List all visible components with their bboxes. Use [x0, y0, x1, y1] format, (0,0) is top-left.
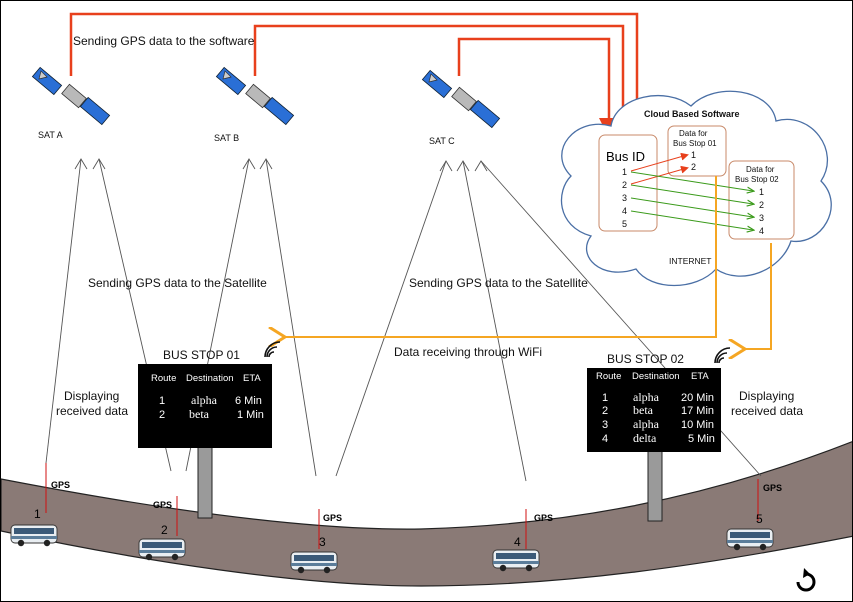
- gps-label: GPS: [323, 513, 342, 523]
- bus-icon: [726, 528, 774, 551]
- board2-route: 2: [602, 405, 608, 417]
- stop2-data-item: 4: [759, 226, 764, 236]
- bus-stop-01-pole: [197, 445, 213, 519]
- board2-eta: 10 Min: [681, 419, 714, 431]
- wifi-links: [283, 176, 772, 349]
- stop2-data-item: 1: [759, 187, 764, 197]
- board2-dest: delta: [633, 431, 657, 445]
- busid-item: 2: [622, 180, 627, 190]
- busid-item: 1: [622, 167, 627, 177]
- bus-5: GPS 5: [726, 479, 782, 551]
- bus-icon: [138, 538, 186, 561]
- stop2-data-title1: Data for: [746, 165, 775, 174]
- board1-route: 2: [159, 409, 165, 421]
- label-sending-satellite-right: Sending GPS data to the Satellite: [409, 276, 588, 290]
- board2-header: Route: [596, 371, 621, 382]
- road: [1, 441, 852, 587]
- board1-eta: 1 Min: [237, 409, 264, 421]
- busid-item: 5: [622, 219, 627, 229]
- stop2-data-item: 3: [759, 213, 764, 223]
- board2-eta: 5 Min: [688, 433, 715, 445]
- label-wifi: Data receiving through WiFi: [394, 345, 542, 359]
- bus-number: 4: [514, 535, 521, 549]
- stop1-data-item: 2: [691, 162, 696, 172]
- mapping-arrows: [630, 152, 753, 230]
- board1-route: 1: [159, 395, 165, 407]
- board1-dest: beta: [189, 407, 210, 421]
- internet-label: INTERNET: [669, 256, 712, 266]
- bus-1: GPS 1: [10, 463, 70, 547]
- gps-label: GPS: [153, 500, 172, 510]
- bus-2: GPS 2: [138, 496, 186, 561]
- stop1-data-box: [667, 125, 727, 177]
- cloud-title: Cloud Based Software: [644, 109, 740, 119]
- board2-dest: alpha: [633, 390, 660, 404]
- label-displaying-right-1: Displaying: [739, 389, 794, 403]
- busid-item: 3: [622, 193, 627, 203]
- board1-dest: alpha: [191, 393, 218, 407]
- wifi-icon-stop2: [714, 347, 731, 364]
- busid-list: 1 2 3 4 5: [622, 167, 627, 229]
- board1-eta: 6 Min: [235, 395, 262, 407]
- board2-dest: alpha: [633, 417, 660, 431]
- bus-4: GPS 4: [492, 509, 553, 572]
- gps-uplinks: [45, 158, 762, 482]
- stop2-data-item: 2: [759, 200, 764, 210]
- stop1-data-title1: Data for: [679, 129, 708, 138]
- wifi-icon-stop1: [264, 341, 281, 358]
- label-displaying-left-2: received data: [56, 404, 128, 418]
- bus-number: 1: [34, 507, 41, 521]
- gps-label: GPS: [51, 480, 70, 490]
- bus-stop-01-board: Route Destination ETA 1 alpha 6 Min 2 be…: [138, 364, 272, 448]
- sat-c-label: SAT C: [429, 136, 455, 146]
- board2-header: Destination: [632, 371, 680, 382]
- satellite-c-icon: [422, 70, 500, 128]
- gps-label: GPS: [534, 513, 553, 523]
- label-sending-software: Sending GPS data to the software: [73, 34, 255, 48]
- bus-number: 3: [319, 535, 326, 549]
- board2-eta: 20 Min: [681, 392, 714, 404]
- board2-route: 4: [602, 433, 608, 445]
- board2-route: 1: [602, 392, 608, 404]
- stop1-data-title2: Bus Stop 01: [673, 139, 717, 148]
- busid-box: [598, 134, 658, 232]
- board1-header: Route: [151, 373, 176, 384]
- gps-label: GPS: [763, 483, 782, 493]
- label-displaying-left-1: Displaying: [64, 389, 119, 403]
- busid-item: 4: [622, 206, 627, 216]
- busid-title: Bus ID: [606, 149, 645, 164]
- board2-route: 3: [602, 419, 608, 431]
- bus-number: 5: [756, 512, 763, 526]
- board1-header: ETA: [243, 373, 261, 384]
- board2-dest: beta: [633, 403, 654, 417]
- bus-number: 2: [161, 523, 168, 537]
- bus-icon: [492, 549, 540, 572]
- label-displaying-right-2: received data: [731, 404, 803, 418]
- bus-icon: [290, 551, 338, 574]
- bus-stop-01-title: BUS STOP 01: [163, 348, 240, 362]
- label-sending-satellite-left: Sending GPS data to the Satellite: [88, 276, 267, 290]
- bus-3: GPS 3: [290, 509, 342, 574]
- sat-a-label: SAT A: [38, 130, 63, 140]
- board2-eta: 17 Min: [681, 405, 714, 417]
- board1-header: Destination: [186, 373, 234, 384]
- sat-b-label: SAT B: [214, 133, 239, 143]
- stop2-data-title2: Bus Stop 02: [735, 175, 779, 184]
- replay-icon[interactable]: [796, 568, 816, 592]
- board2-header: ETA: [691, 371, 709, 382]
- bus-icon: [10, 524, 58, 547]
- bus-stop-02-title: BUS STOP 02: [607, 352, 684, 366]
- bus-stop-02-pole: [647, 448, 663, 522]
- red-uplinks: [69, 12, 647, 138]
- stop1-data-item: 1: [691, 150, 696, 160]
- bus-stop-02-board: Route Destination ETA 1 alpha 20 Min 2 b…: [587, 368, 721, 452]
